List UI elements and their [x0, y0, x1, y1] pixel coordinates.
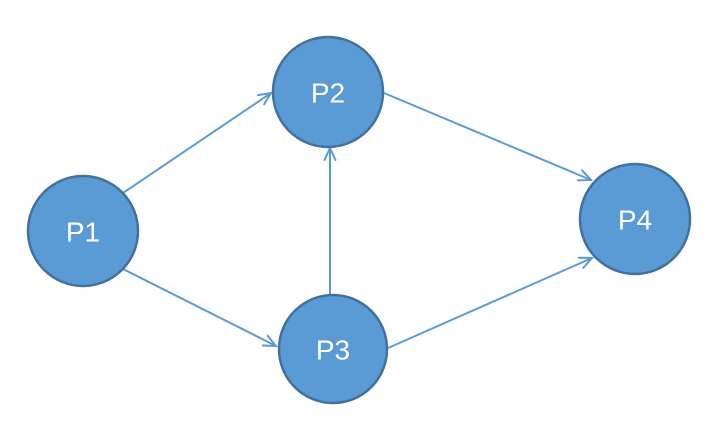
- node-P1-circle: [26, 174, 140, 288]
- edge-P1-P2: [122, 91, 273, 194]
- edge-P1-P3: [122, 268, 279, 348]
- edges-layer: [122, 91, 595, 349]
- node-P3-circle: [277, 293, 389, 405]
- edge-P3-P4: [387, 256, 595, 349]
- node-P4: P4: [578, 162, 692, 276]
- node-P1: P1: [26, 174, 140, 288]
- node-P3: P3: [277, 293, 389, 405]
- node-P2: P2: [271, 35, 385, 149]
- node-P2-circle: [271, 35, 385, 149]
- edge-P2-P4: [383, 92, 594, 182]
- node-P4-circle: [578, 162, 692, 276]
